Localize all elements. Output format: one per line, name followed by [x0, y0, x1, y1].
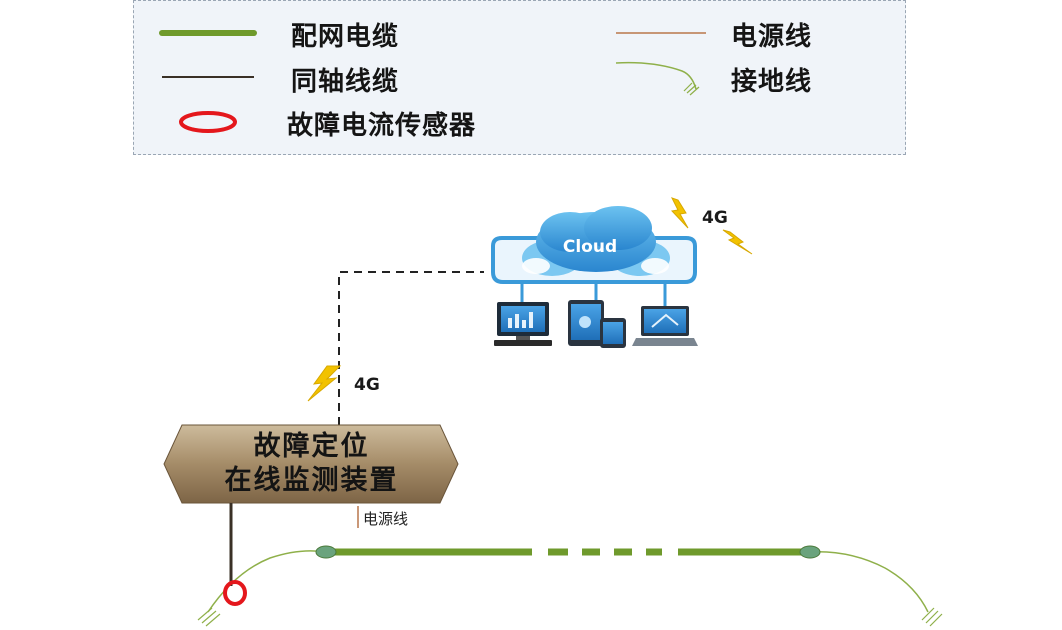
- legend-label-distribution-cable: 配网电缆: [291, 22, 400, 52]
- legend-symbols: [159, 30, 706, 133]
- legend-label-power-line: 电源线: [731, 22, 813, 52]
- legend-label-ground-line: 接地线: [731, 67, 813, 97]
- power-line-label: 电源线: [363, 510, 409, 528]
- laptop-icon: [632, 306, 698, 346]
- cable-terminal-right: [799, 545, 821, 559]
- distribution-cable: [315, 545, 821, 559]
- cloud-icon: Cloud: [522, 206, 670, 276]
- legend-panel: 配网电缆 同轴线缆 故障电流传感器 电源线 接地线: [133, 0, 906, 155]
- device-label-line1: 故障定位: [253, 431, 370, 462]
- wireless-link-dashed-line: [338, 271, 484, 425]
- signal-label-top: 4G: [702, 208, 728, 228]
- monitoring-device-box: [163, 424, 459, 504]
- device-label-line2: 在线监测装置: [224, 465, 399, 496]
- legend-label-coax-cable: 同轴线缆: [291, 67, 400, 97]
- ground-symbol-icon: [683, 82, 700, 96]
- desktop-monitor-icon: [494, 302, 552, 346]
- ground-line-right: [809, 551, 929, 613]
- signal-label-left: 4G: [354, 375, 380, 395]
- ground-line-swatch: [615, 61, 697, 90]
- lightning-bolt-icon: [722, 229, 753, 255]
- smartphone-icon: [600, 318, 626, 348]
- cloud-network-icon: Cloud: [491, 206, 698, 348]
- fault-sensor-swatch: [179, 111, 237, 133]
- tablet-icon: [568, 300, 604, 346]
- ground-line-left: [207, 550, 326, 613]
- device-label: 故障定位 在线监测装置: [165, 425, 458, 503]
- ground-symbol-icon: [921, 607, 943, 627]
- lightning-bolt-icon: [307, 365, 342, 402]
- fault-current-sensor: [223, 580, 247, 606]
- lightning-bolt-icon: [670, 197, 689, 229]
- cable-terminal-left: [315, 545, 337, 559]
- cloud-label: Cloud: [563, 237, 617, 257]
- legend-label-fault-sensor: 故障电流传感器: [287, 111, 477, 141]
- ground-symbol-icon: [197, 607, 221, 627]
